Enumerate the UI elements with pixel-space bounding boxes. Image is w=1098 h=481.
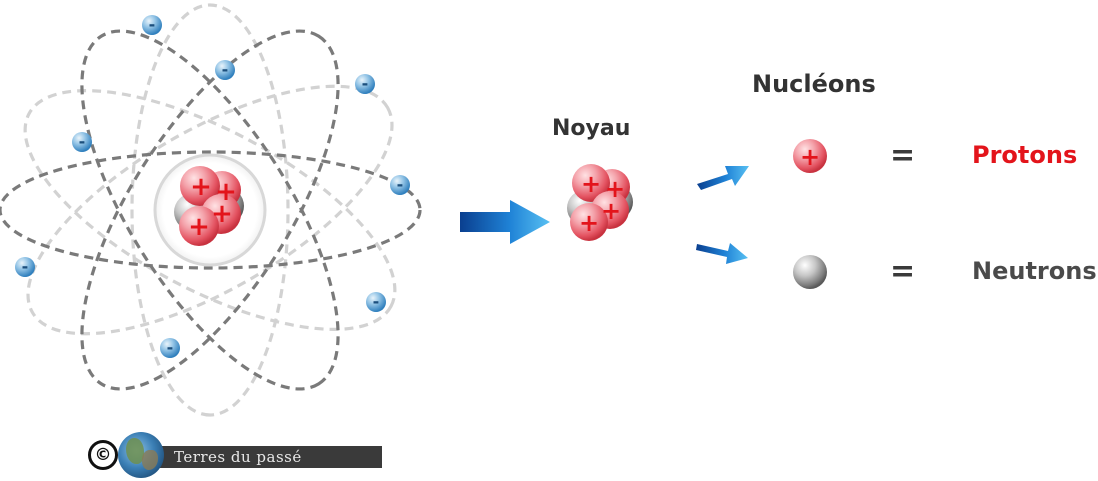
proton-sign: + [605, 175, 625, 203]
electron: - [355, 74, 375, 94]
proton-icon [793, 139, 827, 173]
orbit-light-3 [130, 3, 290, 417]
electron: - [390, 175, 410, 195]
electrons: - - - - - - - - [15, 15, 410, 358]
svg-text:-: - [397, 175, 404, 194]
proton-sign: + [188, 212, 210, 242]
protons-label: Protons [972, 141, 1078, 169]
svg-text:-: - [79, 132, 86, 151]
svg-text:-: - [22, 257, 29, 276]
atom-nucleus-signs: + + + + [188, 172, 237, 242]
globe-icon [118, 432, 164, 478]
electron: - [142, 15, 162, 35]
orbits-dark [0, 29, 422, 391]
atom-nucleus [174, 166, 244, 246]
svg-text:-: - [222, 60, 229, 79]
svg-text:-: - [373, 292, 380, 311]
arrow-to-protons [697, 166, 749, 190]
proton-sign: + [581, 170, 601, 198]
proton [180, 166, 220, 206]
electron: - [160, 338, 180, 358]
proton [572, 164, 610, 202]
orbit-dark-2 [80, 29, 340, 391]
svg-text:-: - [149, 15, 156, 34]
electron: - [15, 257, 35, 277]
watermark-band [136, 446, 382, 468]
copyright-icon: © [88, 440, 118, 470]
proton [179, 206, 219, 246]
proton-sign: + [601, 197, 621, 225]
proton-icon-sign: + [800, 143, 820, 171]
orbit-dark-1 [0, 150, 422, 270]
svg-text:-: - [167, 338, 174, 357]
svg-text:-: - [362, 74, 369, 93]
proton-sign: + [579, 209, 599, 237]
watermark-text: Terres du passé [174, 448, 302, 466]
neutron-icon [793, 255, 827, 289]
proton [570, 203, 608, 241]
arrow-to-neutrons [696, 243, 748, 264]
proton-sign: + [190, 172, 212, 202]
nucleus-standalone [567, 164, 633, 241]
neutrons-label: Neutrons [972, 257, 1097, 285]
electron: - [215, 60, 235, 80]
orbit-light-2 [26, 84, 394, 336]
nucleus-standalone-signs: + + + + [579, 170, 625, 237]
orbit-dark-3 [80, 29, 340, 391]
orbit-light-1 [23, 89, 397, 331]
watermark: © Terres du passé [88, 432, 382, 480]
noyau-label: Noyau [552, 116, 631, 141]
equals-sign-protons: = [890, 138, 916, 173]
arrow-to-nucleus [460, 200, 550, 244]
electron: - [72, 132, 92, 152]
electron: - [366, 292, 386, 312]
nucleons-label: Nucléons [752, 70, 876, 98]
proton-sign: + [211, 199, 233, 229]
equals-sign-neutrons: = [890, 254, 916, 289]
orbits-light [23, 3, 397, 417]
proton-sign: + [215, 177, 237, 207]
